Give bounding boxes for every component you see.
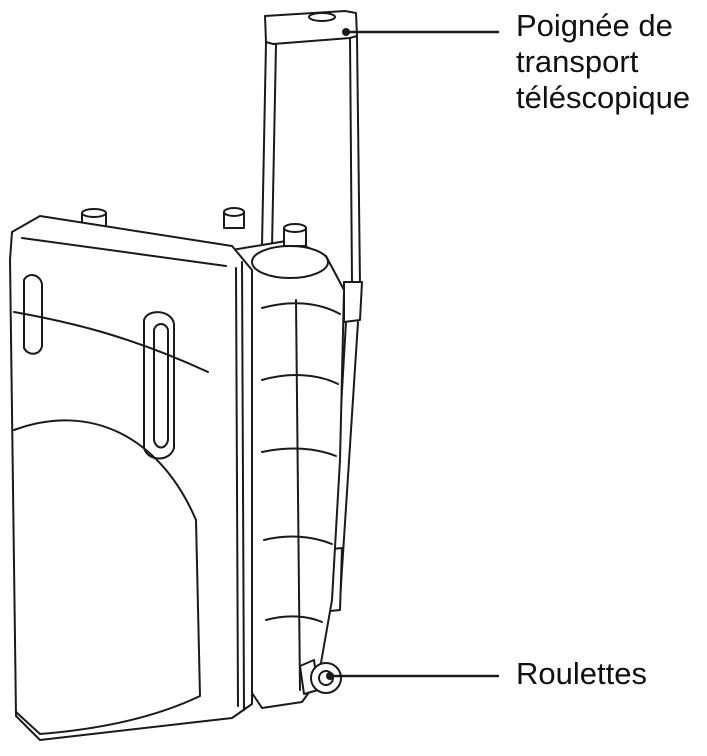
tub-rib-4 bbox=[263, 535, 333, 545]
handle-right-rail bbox=[349, 35, 361, 285]
grille-curve bbox=[13, 419, 201, 735]
speaker-front bbox=[9, 215, 253, 741]
handle-label: Poignée de transport téléscopique bbox=[516, 8, 690, 116]
tub-rib-2 bbox=[261, 374, 339, 385]
front-inner-contour bbox=[13, 311, 209, 373]
right-handle-slot-inner bbox=[153, 323, 169, 449]
wheels-label: Roulettes bbox=[516, 656, 647, 692]
right-handle-slot bbox=[143, 311, 175, 460]
tub-top-ring bbox=[251, 245, 329, 279]
front-top-edge bbox=[21, 237, 227, 267]
left-handle-slot bbox=[23, 274, 43, 355]
callout-lines bbox=[326, 28, 500, 680]
speaker-tub bbox=[231, 239, 345, 709]
handle-right-sleeve bbox=[343, 281, 363, 323]
tub-rib-1 bbox=[261, 302, 341, 315]
handle-top-grip bbox=[308, 12, 336, 22]
front-bezel-edge bbox=[235, 261, 245, 711]
tub-panel-edge bbox=[295, 299, 301, 691]
tub-rib-3 bbox=[261, 447, 337, 457]
handle-label-line-2: transport bbox=[516, 44, 639, 79]
tub-rib-5 bbox=[265, 615, 323, 623]
handle-label-line-1: Poignée de bbox=[516, 8, 673, 43]
wheels-label-text: Roulettes bbox=[516, 656, 647, 691]
handle-label-line-3: téléscopique bbox=[516, 80, 691, 115]
handle-left-rail bbox=[261, 41, 277, 249]
wheel-assembly bbox=[299, 659, 342, 695]
